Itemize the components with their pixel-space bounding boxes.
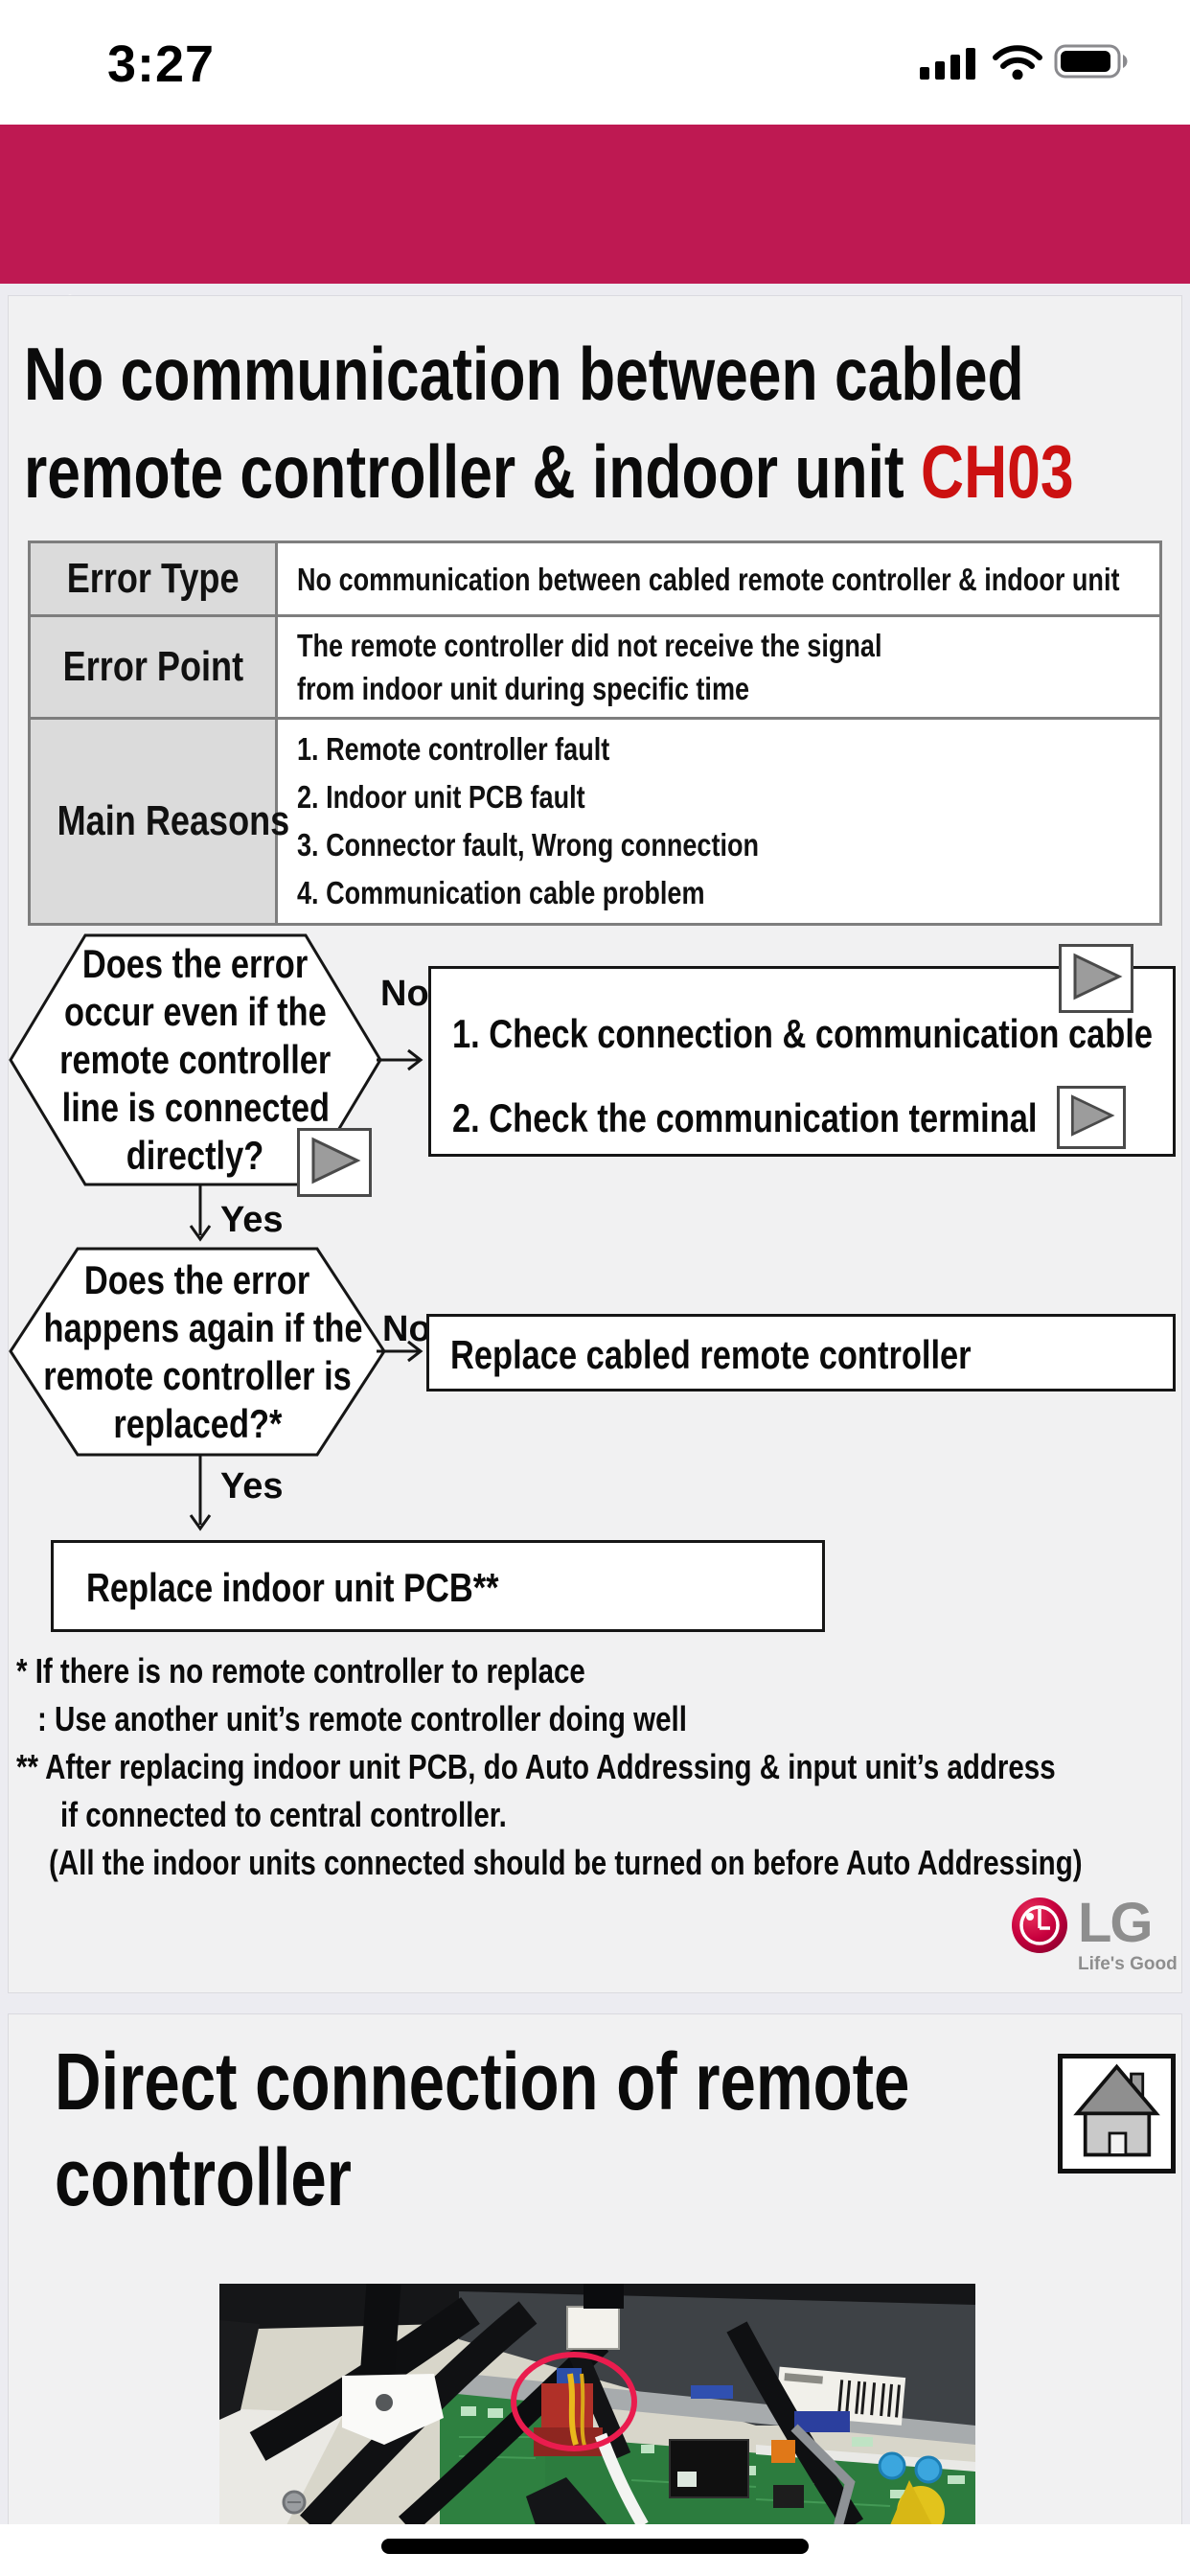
error-code: CH03 [921, 429, 1074, 514]
play-video-button[interactable] [297, 1128, 372, 1197]
action-box-1: 1. Check connection & communication cabl… [428, 966, 1176, 1157]
play-video-button[interactable] [1057, 1086, 1126, 1149]
decision-hexagon-2: Does the error happens again if the remo… [9, 1246, 386, 1458]
table-row: Main Reasons 1. Remote controller fault … [28, 717, 1162, 926]
arrow-right [377, 1048, 423, 1071]
home-button[interactable] [1058, 2054, 1176, 2174]
table-row: Error Type No communication between cabl… [28, 540, 1162, 617]
arrow-down [189, 1456, 212, 1531]
battery-icon [1054, 43, 1134, 84]
pdf-page-1: No communication between cabled remote c… [8, 295, 1182, 1993]
footnote-line: : Use another unit’s remote controller d… [37, 1699, 687, 1738]
home-icon [1066, 2059, 1168, 2168]
footnote-line: if connected to central controller. [60, 1795, 507, 1834]
action-box-2: Replace cabled remote controller [426, 1314, 1176, 1392]
row-label: Error Point [62, 643, 243, 690]
play-icon [306, 1134, 363, 1192]
lg-emblem-icon [1011, 1897, 1068, 1959]
play-icon [1067, 950, 1125, 1008]
row-label: Error Type [66, 555, 240, 602]
table-row: Error Point The remote controller did no… [28, 614, 1162, 720]
lg-brand-text: LG [1078, 1892, 1154, 1954]
lg-tagline-text: Life's Good [1078, 1954, 1178, 1974]
app-header: CH[03]__MV,S,M,A,G__v4.0_(5 Pages).pdf(1… [0, 125, 1190, 374]
footnote-line: ** After replacing indoor unit PCB, do A… [16, 1747, 1056, 1786]
branch-label-no: No [380, 974, 429, 1014]
flowchart: Does the error occur even if the remote … [9, 924, 1183, 1644]
arrow-right [377, 1340, 423, 1363]
branch-label-no: No [382, 1309, 431, 1349]
row-label: Main Reasons [57, 797, 290, 844]
home-indicator[interactable] [381, 2539, 809, 2554]
arrow-down [189, 1185, 212, 1242]
pdf-page-2: Direct connection of remote controller [8, 2013, 1182, 2525]
wifi-icon [993, 45, 1042, 84]
pcb-photo [219, 2284, 975, 2525]
lg-logo: LG Life's Good [1011, 1892, 1178, 1975]
decision-hexagon-1: Does the error occur even if the remote … [9, 932, 382, 1187]
branch-label-yes: Yes [220, 1200, 284, 1240]
status-time: 3:27 [107, 35, 216, 93]
page-title: Direct connection of remote controller [55, 2036, 910, 2222]
footnote-line: (All the indoor units connected should b… [49, 1843, 1083, 1882]
branch-label-yes: Yes [220, 1466, 284, 1506]
pcb-photo-illustration [219, 2284, 975, 2525]
action-box-3: Replace indoor unit PCB** [51, 1540, 825, 1632]
footnote-line: * If there is no remote controller to re… [16, 1651, 585, 1690]
error-table: Error Type No communication between cabl… [28, 540, 1162, 926]
status-icons [920, 42, 1150, 84]
play-video-button[interactable] [1059, 944, 1133, 1013]
play-icon [1065, 1092, 1117, 1144]
page-title: No communication between cabled remote c… [24, 332, 1074, 514]
cellular-signal-icon [920, 47, 981, 84]
status-bar: 3:27 [0, 0, 1190, 125]
